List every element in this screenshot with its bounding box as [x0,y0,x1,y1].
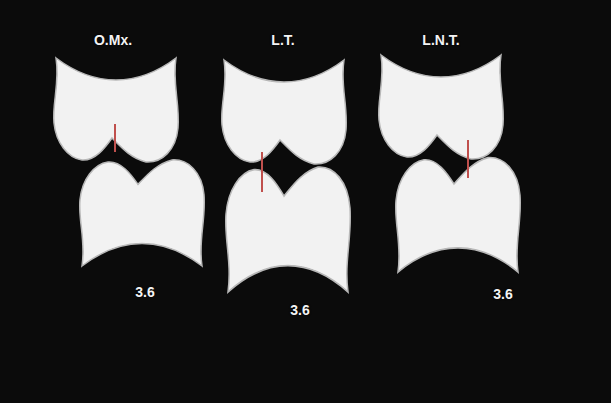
group-label: L.T. [271,32,294,48]
contact-line [467,140,469,178]
lower-tooth [226,167,351,292]
group-label: L.N.T. [422,32,459,48]
upper-tooth [54,58,179,162]
contact-line [261,152,263,192]
measurement-value: 3.6 [493,286,512,302]
lower-tooth [80,160,205,266]
group-label: O.Mx. [94,32,132,48]
upper-tooth [222,60,347,164]
upper-tooth [379,55,504,159]
lower-tooth [396,158,521,272]
measurement-value: 3.6 [135,284,154,300]
contact-line [114,124,116,152]
measurement-value: 3.6 [290,302,309,318]
